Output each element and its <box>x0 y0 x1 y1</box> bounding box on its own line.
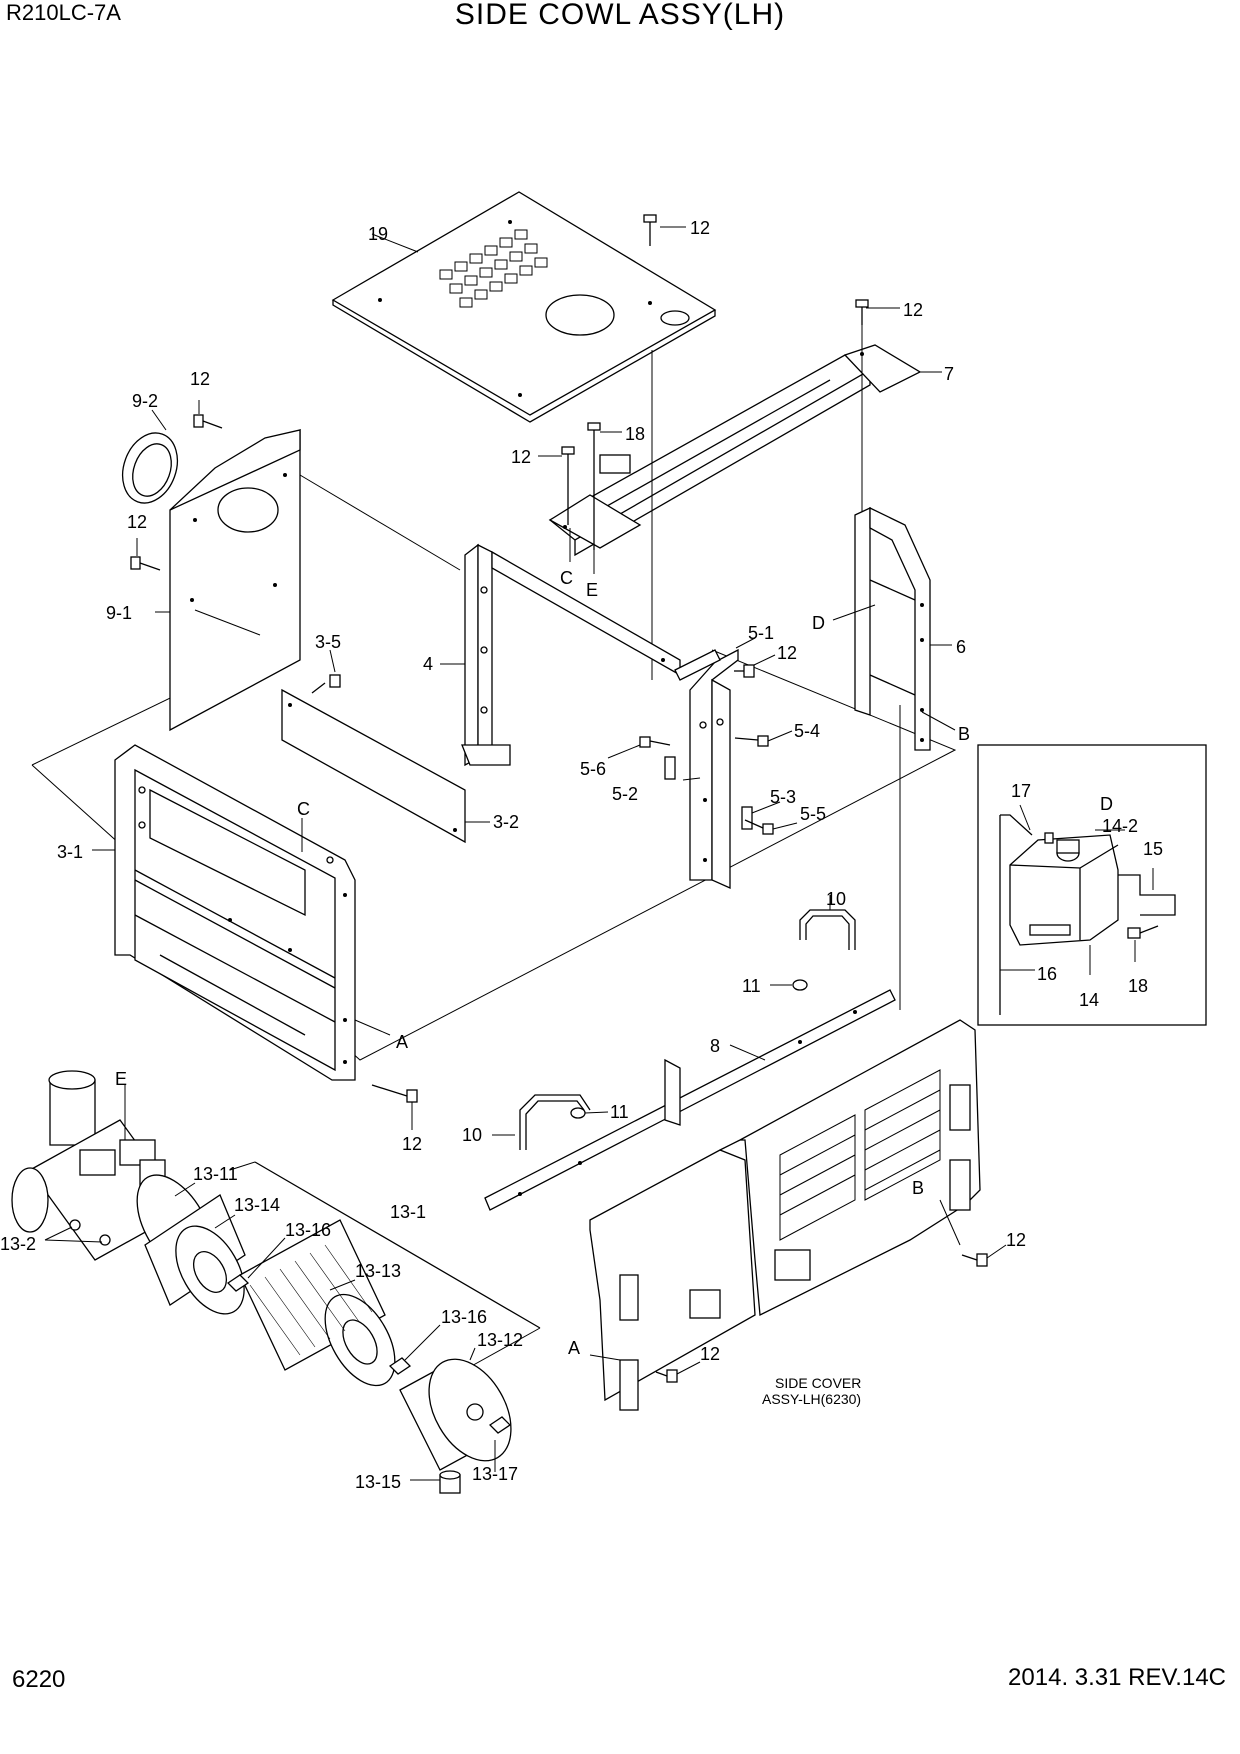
bolt-12-5-1 <box>734 637 776 678</box>
callout-a: A <box>568 1338 580 1358</box>
part-7-upper-rail <box>548 312 942 680</box>
callout-8: 8 <box>710 1036 720 1056</box>
callout-13-16: 13-16 <box>441 1307 487 1327</box>
bolt-12-top <box>643 214 686 246</box>
callout-13-16: 13-16 <box>285 1220 331 1240</box>
callout-11: 11 <box>742 976 761 996</box>
page-title: SIDE COWL ASSY(LH) <box>454 0 786 31</box>
callout-18: 18 <box>625 424 645 444</box>
callout-b: B <box>958 724 970 744</box>
part-10-handle-lower <box>492 1094 591 1150</box>
callout-e: E <box>115 1069 127 1089</box>
part-9-2-ring <box>121 409 179 504</box>
callout-5-6: 5-6 <box>580 759 606 779</box>
callout-d: D <box>812 613 825 633</box>
bolt-12-cover-left <box>655 1361 701 1383</box>
side-cover-assembly <box>589 1019 981 1411</box>
revision-date: 2014. 3.31 REV.14C <box>1008 1664 1226 1691</box>
part-11-nut-lower <box>570 1107 609 1119</box>
callout-17: 17 <box>1011 781 1031 801</box>
callout-labels: 19 12 12 7 18 12 9-2 12 12 9-1 C E 4 5-1… <box>0 218 1163 1492</box>
part-3-2-plate <box>281 688 490 844</box>
callout-5-1: 5-1 <box>748 623 774 643</box>
callout-6: 6 <box>956 637 966 657</box>
side-cover-note: SIDE COVER <box>775 1375 861 1391</box>
part-11-nut-upper <box>770 979 808 991</box>
callout-13-1: 13-1 <box>390 1202 426 1222</box>
callout-11: 11 <box>610 1102 629 1122</box>
callout-b: B <box>912 1178 924 1198</box>
bolt-12-9-1-lower <box>130 538 161 571</box>
bolt-18-rail <box>587 422 622 550</box>
part-10-handle-upper <box>799 895 856 950</box>
callout-13-13: 13-13 <box>355 1261 401 1281</box>
callout-13-17: 13-17 <box>472 1464 518 1484</box>
callout-5-4: 5-4 <box>794 721 820 741</box>
bolt-12-rail <box>855 299 900 325</box>
callout-e: E <box>586 580 598 600</box>
callout-5-5: 5-5 <box>800 804 826 824</box>
callout-12: 12 <box>903 300 923 320</box>
callout-12: 12 <box>402 1134 422 1154</box>
callout-5-3: 5-3 <box>770 787 796 807</box>
callout-12: 12 <box>511 447 531 467</box>
bolt-3-5 <box>311 649 341 694</box>
bolt-12-rail-left <box>538 446 595 574</box>
bolt-12-3-1 <box>371 1084 418 1130</box>
callout-3-2: 3-2 <box>493 812 519 832</box>
callout-3-1: 3-1 <box>57 842 83 862</box>
callout-5-2: 5-2 <box>612 784 638 804</box>
part-8-bar <box>484 989 896 1211</box>
part-9-1-plate <box>155 428 461 732</box>
callout-12: 12 <box>1006 1230 1026 1250</box>
bolt-5-4 <box>734 730 793 747</box>
model-number: R210LC-7A <box>6 0 121 25</box>
side-cover-note: ASSY-LH(6230) <box>762 1391 861 1407</box>
callout-4: 4 <box>423 654 433 674</box>
bolt-12-9-1-upper <box>193 400 223 429</box>
part-3-1-frame <box>92 744 391 1081</box>
part-4-stand <box>440 543 681 767</box>
callout-13-2: 13-2 <box>0 1234 36 1254</box>
callout-12: 12 <box>700 1344 720 1364</box>
part-5-bracket <box>664 648 753 890</box>
page-number: 6220 <box>12 1666 66 1693</box>
callout-12: 12 <box>190 369 210 389</box>
callout-13-14: 13-14 <box>234 1195 280 1215</box>
part-19-top-cover <box>331 191 717 423</box>
bolt-12-cover-right <box>961 1244 1007 1267</box>
callout-3-5: 3-5 <box>315 632 341 652</box>
callout-12: 12 <box>127 512 147 532</box>
callout-10: 10 <box>826 889 846 909</box>
callout-9-1: 9-1 <box>106 603 132 623</box>
callout-7: 7 <box>944 364 954 384</box>
callout-10: 10 <box>462 1125 482 1145</box>
callout-14-2: 14-2 <box>1102 816 1138 836</box>
callout-15: 15 <box>1143 839 1163 859</box>
callout-19: 19 <box>368 224 388 244</box>
inset-reservoir <box>977 744 1207 1026</box>
part-6-post <box>832 506 956 1010</box>
callout-12: 12 <box>690 218 710 238</box>
callout-14: 14 <box>1079 990 1099 1010</box>
callout-a: A <box>396 1032 408 1052</box>
callout-13-11: 13-11 <box>193 1164 238 1184</box>
callout-13-15: 13-15 <box>355 1472 401 1492</box>
bolt-5-6 <box>607 736 671 759</box>
callout-9-2: 9-2 <box>132 391 158 411</box>
callout-13-12: 13-12 <box>477 1330 523 1350</box>
part-13-air-cleaner <box>11 1070 541 1494</box>
callout-c: C <box>560 568 573 588</box>
callout-d: D <box>1100 794 1113 814</box>
callout-c: C <box>297 799 310 819</box>
callout-16: 16 <box>1037 964 1057 984</box>
callout-18: 18 <box>1128 976 1148 996</box>
bolt-5-5 <box>744 801 798 835</box>
callout-12: 12 <box>777 643 797 663</box>
